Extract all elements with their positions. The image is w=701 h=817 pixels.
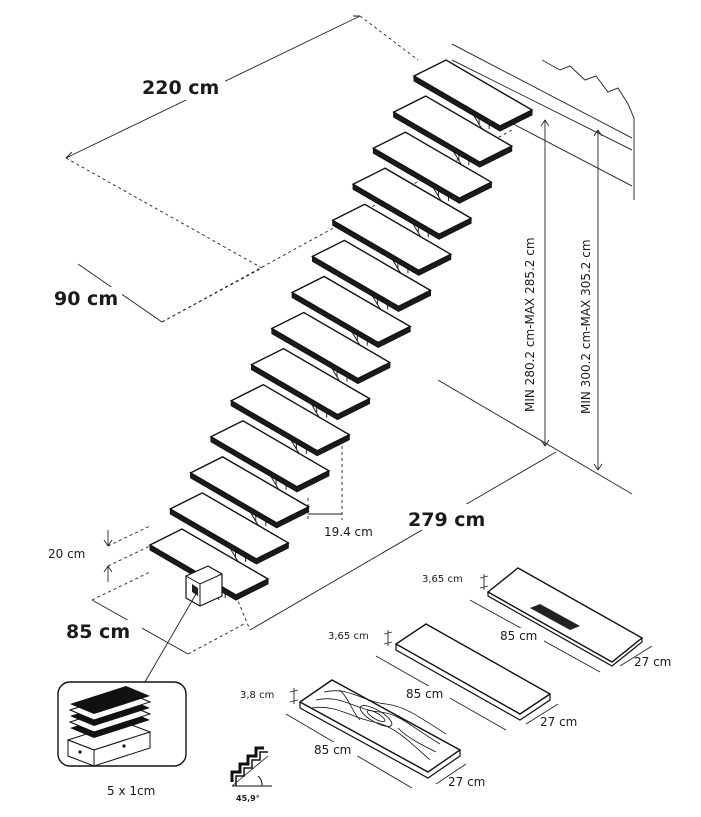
height-dimension-b: MIN 300.2 cm-MAX 305.2 cm — [579, 129, 603, 471]
stair-treads — [148, 59, 534, 601]
height-label-b: MIN 300.2 cm-MAX 305.2 cm — [579, 239, 593, 414]
stair-tread — [229, 383, 351, 452]
stair-tread — [270, 311, 392, 380]
tread-sample-3: 3,8 cm 85 cm 27 cm — [240, 679, 485, 789]
sample-1-depth: 27 cm — [634, 655, 671, 669]
stair-tread — [290, 275, 412, 344]
stair-tread — [310, 239, 432, 308]
length-label: 220 cm — [142, 77, 219, 99]
stair-tread — [412, 59, 534, 127]
sample-2-thickness: 3,65 cm — [328, 631, 369, 642]
width-dimension: 85 cm — [62, 571, 245, 655]
stair-tread — [331, 203, 453, 272]
height-label-a: MIN 280.2 cm-MAX 285.2 cm — [523, 237, 537, 412]
stair-tread — [168, 492, 290, 560]
tread-sample-1: 3,65 cm 85 cm 27 cm — [422, 567, 671, 673]
stair-tread — [250, 347, 372, 416]
stair-tread — [371, 131, 493, 199]
first-rise-dimension: 20 cm — [48, 525, 151, 582]
angle-label: 45,9° — [236, 794, 260, 803]
sample-2-depth: 27 cm — [540, 715, 577, 729]
stair-tread — [209, 419, 331, 488]
sample-2-length: 85 cm — [406, 687, 443, 701]
width-label: 85 cm — [66, 621, 130, 643]
rise-label: 19.4 cm — [324, 525, 373, 539]
depth-label: 90 cm — [54, 288, 118, 310]
run-label: 279 cm — [408, 509, 485, 531]
sample-3-thickness: 3,8 cm — [240, 690, 274, 701]
sample-3-length: 85 cm — [314, 743, 351, 757]
run-dimension: 279 cm — [235, 451, 557, 631]
stair-tread — [392, 95, 514, 163]
sample-1-length: 85 cm — [500, 629, 537, 643]
sample-3-depth: 27 cm — [448, 775, 485, 789]
first-rise-label: 20 cm — [48, 547, 85, 561]
stair-tread — [189, 456, 311, 524]
detail-leader — [137, 593, 197, 695]
spacer-kit-label: 5 x 1cm — [107, 784, 155, 798]
spacer-stack-icon — [66, 686, 152, 767]
wood-grain-pattern — [311, 689, 447, 761]
spacer-detail — [57, 681, 187, 767]
height-dimension-a: MIN 280.2 cm-MAX 285.2 cm — [523, 119, 550, 447]
upper-floor-edge — [451, 43, 635, 200]
length-dimension: 220 cm — [65, 15, 419, 269]
tread-sample-2: 3,65 cm 85 cm 27 cm — [328, 623, 577, 731]
sample-1-thickness: 3,65 cm — [422, 574, 463, 585]
stair-tread — [351, 167, 473, 236]
ground-floor-line — [437, 379, 633, 495]
staircase-angle-icon — [230, 746, 272, 787]
rise-dimension: 19.4 cm — [307, 440, 373, 539]
